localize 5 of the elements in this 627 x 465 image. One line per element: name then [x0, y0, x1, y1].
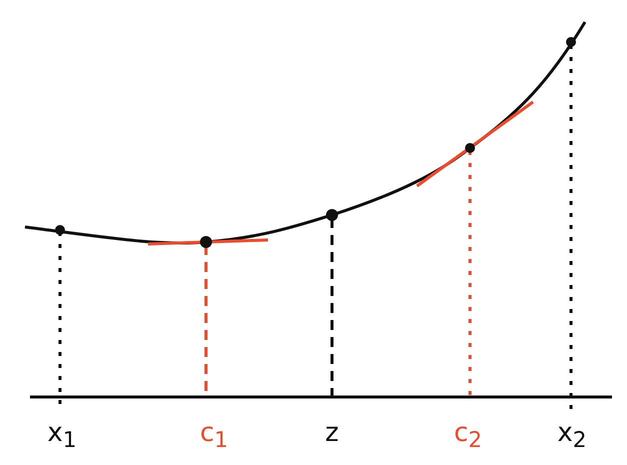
axis-label: c$_{2}$ [454, 418, 482, 456]
axis-label: x$_{2}$ [557, 418, 587, 456]
axis-label: x$_{1}$ [47, 418, 77, 456]
axis-label: z [325, 418, 339, 448]
axis-label: c$_{1}$ [200, 418, 228, 456]
